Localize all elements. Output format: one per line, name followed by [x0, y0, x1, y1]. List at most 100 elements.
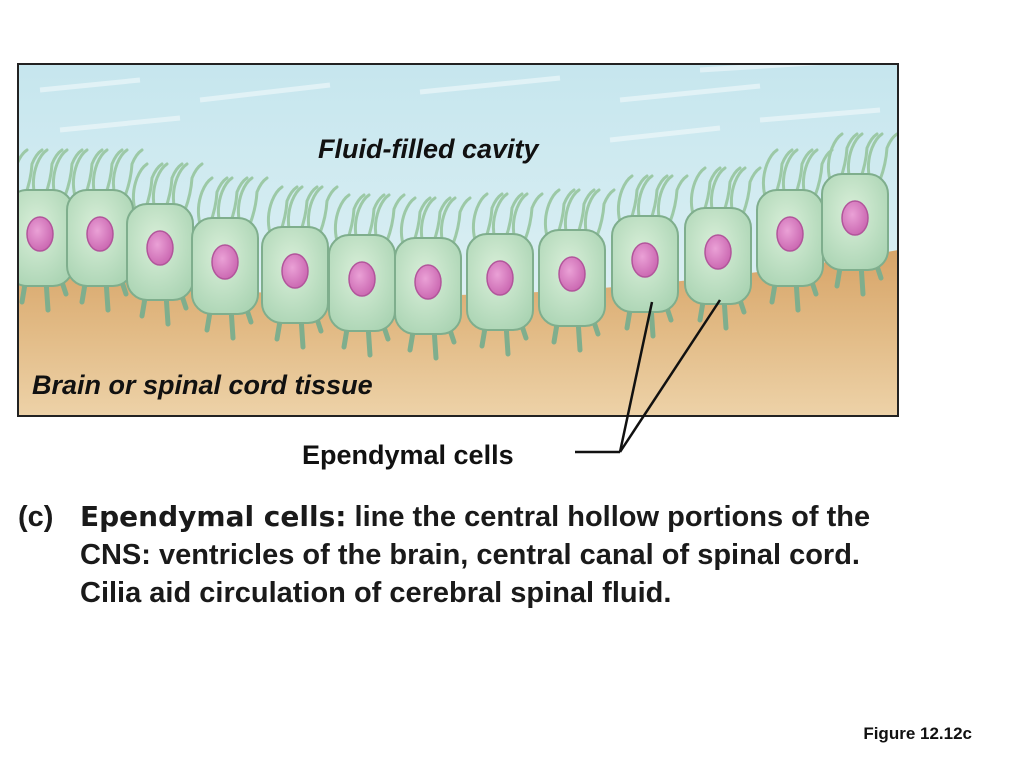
cilium [583, 188, 601, 238]
cilium [866, 132, 884, 182]
cilium [431, 196, 452, 246]
cell-nucleus [211, 244, 239, 280]
cell-nucleus [26, 216, 54, 252]
cilium [183, 162, 204, 212]
leader-line-2 [618, 299, 722, 453]
label-fluid-cavity: Fluid-filled cavity [318, 134, 541, 164]
cilium [216, 176, 234, 226]
cilium [721, 166, 742, 216]
cilia-layer [18, 132, 898, 246]
cilium [628, 174, 649, 224]
cell-nucleus [348, 261, 376, 297]
cilium [419, 196, 437, 246]
caption-line-1: (c) Ependymal cells: line the central hol… [18, 498, 1014, 536]
cell-nucleus [414, 264, 442, 300]
ependymal-leader-lines [575, 299, 722, 454]
cell-nucleus [631, 242, 659, 278]
cilium [373, 193, 391, 243]
cilium [208, 176, 229, 226]
caption-text-1: line the central hollow portions of the [354, 501, 871, 533]
cilium [801, 148, 819, 198]
cilium [523, 192, 544, 242]
cilium [439, 196, 457, 246]
cell-nucleus [281, 253, 309, 289]
cilium [333, 193, 351, 243]
cilium [23, 148, 44, 198]
cilium [306, 185, 324, 235]
fluid-streaks [39, 64, 881, 143]
cilium [131, 162, 149, 212]
cilium [636, 174, 654, 224]
cilium [656, 174, 674, 224]
cilium [491, 192, 509, 242]
cilium [858, 132, 879, 182]
cilium [709, 166, 727, 216]
cell-nucleus [146, 230, 174, 266]
cilium [236, 176, 254, 226]
cilium [63, 148, 84, 198]
cilium [71, 148, 89, 198]
cell-nucleus [841, 200, 869, 236]
cilium [83, 148, 104, 198]
cilium [575, 188, 596, 238]
cilium [826, 132, 844, 182]
ependymal-cell-layer [18, 173, 889, 361]
cilium [123, 148, 144, 198]
cilium [196, 176, 214, 226]
cilium [483, 192, 504, 242]
diagram-frame [17, 63, 899, 417]
cilium [248, 176, 269, 226]
cilium [838, 132, 859, 182]
cilium [318, 185, 339, 235]
cell-nucleus [486, 260, 514, 296]
caption-term: Ependymal cells: [80, 500, 347, 533]
label-tissue: Brain or spinal cord tissue [32, 370, 373, 400]
cilium [298, 185, 319, 235]
cilium [228, 176, 249, 226]
cilium [793, 148, 814, 198]
cilium [143, 162, 164, 212]
cilium [399, 196, 417, 246]
cilium [729, 166, 747, 216]
cilium [353, 193, 371, 243]
caption-letter: (c) [18, 501, 54, 533]
cilium [171, 162, 189, 212]
cell-nucleus [558, 256, 586, 292]
cilium [345, 193, 366, 243]
cilium [511, 192, 529, 242]
cilium [668, 174, 689, 224]
cilium [163, 162, 184, 212]
cilium [689, 166, 707, 216]
leader-line-1 [618, 301, 654, 453]
cilium [286, 185, 304, 235]
cilium [648, 174, 669, 224]
cilium [543, 188, 561, 238]
cilium [773, 148, 794, 198]
ependymal-diagram: Fluid-filled cavity Brain or spinal cord… [17, 63, 899, 470]
cilium [151, 162, 169, 212]
cilium [781, 148, 799, 198]
cilium [503, 192, 524, 242]
cilium [701, 166, 722, 216]
cilium [91, 148, 109, 198]
caption-line-2: CNS: ventricles of the brain, central ca… [80, 539, 860, 571]
cilium [595, 188, 616, 238]
cilium [411, 196, 432, 246]
figure-caption: (c) Ependymal cells: line the central hol… [18, 498, 1014, 612]
cilium [31, 148, 49, 198]
cilium [616, 174, 634, 224]
cilium [761, 148, 779, 198]
cell-nucleus [776, 216, 804, 252]
cilium [365, 193, 386, 243]
cilium [103, 148, 124, 198]
cilium [51, 148, 69, 198]
cilium [813, 148, 834, 198]
cilium [18, 148, 29, 166]
cilium [846, 132, 864, 182]
cilium [278, 185, 299, 235]
cilium [555, 188, 576, 238]
cilium [471, 192, 489, 242]
cell-nucleus [86, 216, 114, 252]
label-ependymal-cells: Ependymal cells [302, 440, 514, 470]
cilium [878, 132, 898, 182]
